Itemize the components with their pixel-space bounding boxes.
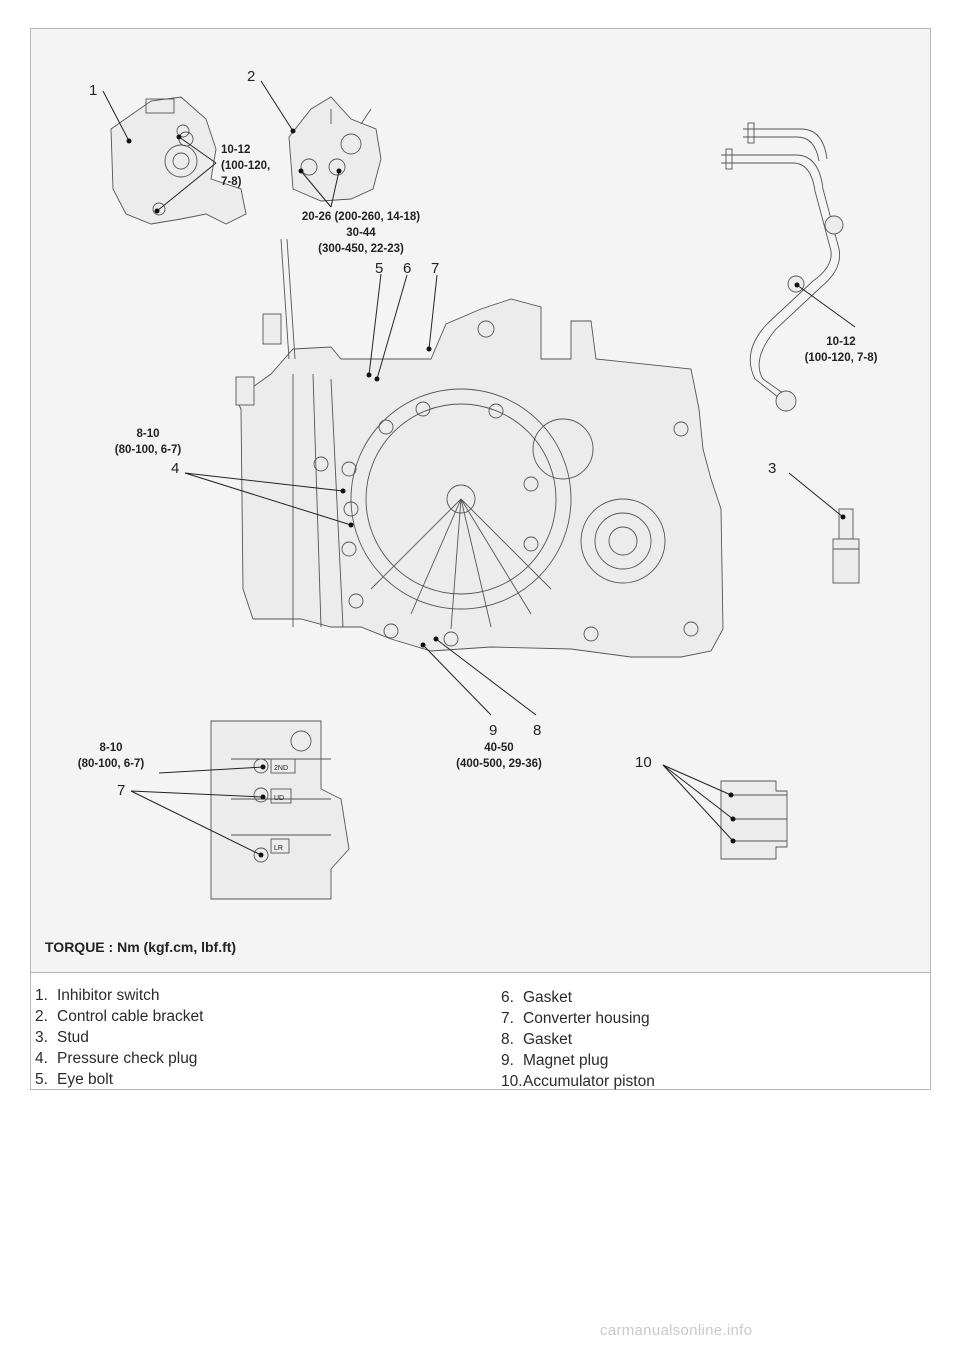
svg-text:(100-120,: (100-120,: [221, 160, 270, 172]
svg-text:(80-100, 6-7): (80-100, 6-7): [115, 444, 182, 456]
svg-text:10-12: 10-12: [221, 144, 250, 156]
oil-cooler-tube-drawing: [721, 122, 844, 412]
plate-label-2nd: 2ND: [274, 765, 288, 772]
callout-8: 8: [533, 722, 541, 739]
callout-10: 10: [635, 754, 652, 771]
legend-item: 4.Pressure check plug: [35, 1050, 198, 1067]
callout-7-top: 7: [431, 260, 439, 277]
callout-7-bottom: 7: [117, 782, 125, 799]
legend-item: 7.Converter housing: [501, 1010, 650, 1027]
svg-text:7-8): 7-8): [221, 176, 242, 188]
site-watermark: carmanualsonline.info: [600, 1322, 753, 1339]
svg-text:30-44: 30-44: [346, 227, 376, 239]
converter-housing-detail-drawing: 2ND UD LR: [210, 720, 350, 900]
legend-item: 1.Inhibitor switch: [35, 987, 160, 1004]
torque-unit-title: TORQUE : Nm (kgf.cm, lbf.ft): [45, 939, 236, 955]
control-cable-bracket-drawing: [288, 96, 382, 202]
figure-frame: 2ND UD LR: [30, 28, 931, 1090]
plate-label-ud: UD: [274, 795, 284, 802]
svg-text:(300-450, 22-23): (300-450, 22-23): [318, 243, 404, 255]
parts-legend: 1.Inhibitor switch 2.Control cable brack…: [31, 973, 930, 1092]
legend-item: 2.Control cable bracket: [35, 1008, 204, 1025]
torque-spec-bracket: 20-26 (200-260, 14-18) 30-44 (300-450, 2…: [302, 211, 420, 255]
legend-item: 3.Stud: [35, 1029, 89, 1046]
callout-3: 3: [768, 460, 776, 477]
legend-item: 9.Magnet plug: [501, 1052, 609, 1069]
legend-item: 6.Gasket: [501, 989, 573, 1006]
torque-spec-magnet-plug: 40-50 (400-500, 29-36): [456, 742, 542, 770]
svg-text:(80-100, 6-7): (80-100, 6-7): [78, 758, 145, 770]
callout-9: 9: [489, 722, 497, 739]
svg-text:8-10: 8-10: [136, 428, 159, 440]
svg-text:(400-500, 29-36): (400-500, 29-36): [456, 758, 542, 770]
legend-item: 8.Gasket: [501, 1031, 573, 1048]
torque-spec-switch: 10-12 (100-120, 7-8): [221, 144, 270, 188]
transaxle-housing-drawing: [235, 238, 724, 658]
svg-text:(100-120, 7-8): (100-120, 7-8): [805, 352, 878, 364]
callout-6: 6: [403, 260, 411, 277]
svg-text:8-10: 8-10: [99, 742, 122, 754]
svg-text:40-50: 40-50: [484, 742, 513, 754]
legend-item: 10.Accumulator piston: [501, 1073, 655, 1090]
transaxle-drawing: 2ND UD LR: [45, 68, 878, 955]
legend-column-left: 1.Inhibitor switch 2.Control cable brack…: [35, 985, 203, 1090]
callout-5: 5: [375, 260, 383, 277]
accumulator-piston-detail-drawing: [720, 780, 788, 860]
torque-spec-converter-housing: 8-10 (80-100, 6-7): [78, 742, 145, 770]
svg-text:20-26 (200-260, 14-18): 20-26 (200-260, 14-18): [302, 211, 420, 223]
inhibitor-switch-drawing: [110, 96, 247, 225]
svg-text:10-12: 10-12: [826, 336, 855, 348]
callout-1: 1: [89, 82, 97, 99]
callout-2: 2: [247, 68, 255, 85]
exploded-diagram: 2ND UD LR: [31, 29, 930, 973]
torque-spec-check-plug: 8-10 (80-100, 6-7): [115, 428, 182, 456]
stud-drawing: [832, 508, 860, 584]
torque-spec-cooler-tube: 10-12 (100-120, 7-8): [805, 336, 878, 364]
legend-item: 5.Eye bolt: [35, 1071, 114, 1088]
callout-4: 4: [171, 460, 179, 477]
legend-column-right: 6.Gasket 7.Converter housing 8.Gasket 9.…: [501, 987, 655, 1092]
plate-label-lr: LR: [274, 845, 283, 852]
